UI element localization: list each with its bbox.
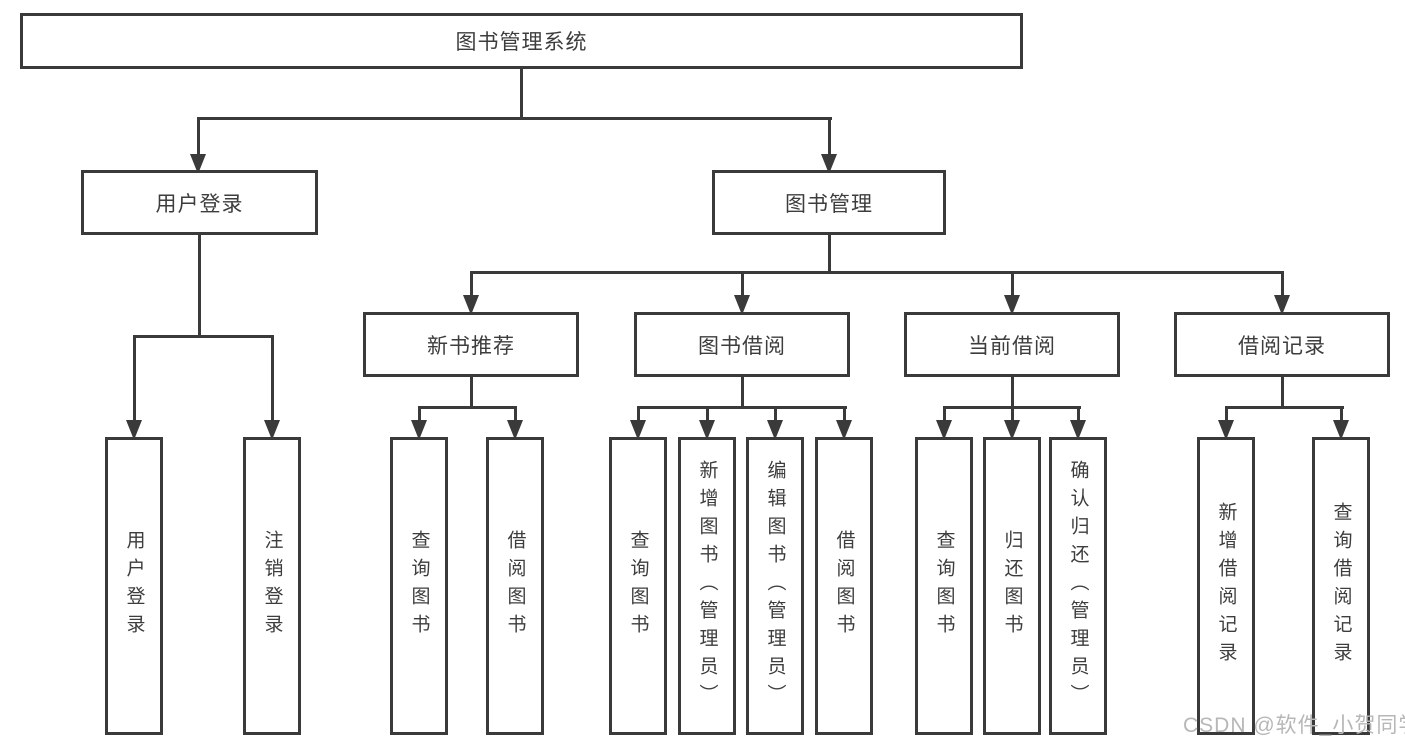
node-new-books: 新书推荐	[363, 312, 579, 377]
arrowhead-icon	[699, 420, 715, 440]
leaf-newbooks-borrow-label: 借阅图书	[504, 530, 526, 642]
arrowhead-icon	[411, 420, 427, 440]
node-user-login: 用户登录	[81, 170, 318, 235]
arrowhead-icon	[1274, 295, 1290, 315]
connector-user-login-stem	[198, 235, 201, 338]
connector-borrow-branch	[637, 406, 847, 409]
leaf-newbooks-query-label: 查询图书	[408, 530, 430, 642]
leaf-records-add-label: 新增借阅记录	[1215, 502, 1237, 670]
arrowhead-icon	[1004, 295, 1020, 315]
arrowhead-icon	[1004, 420, 1020, 440]
leaf-current-query-label: 查询图书	[933, 530, 955, 642]
connector-drop-leaf	[271, 335, 274, 423]
connector-drop-new-books	[470, 271, 473, 298]
connector-records-branch	[1225, 406, 1344, 409]
connector-drop-leaf	[1340, 406, 1343, 423]
connector-records-stem	[1281, 377, 1284, 409]
leaf-current-confirm: 确认归还（管理员）	[1049, 437, 1107, 735]
leaf-logout-label: 注销登录	[261, 530, 283, 642]
connector-borrow-stem	[741, 377, 744, 409]
connector-drop-leaf	[706, 406, 709, 423]
leaf-current-return: 归还图书	[983, 437, 1041, 735]
arrowhead-icon	[1333, 420, 1349, 440]
node-user-login-label: 用户登录	[155, 192, 244, 216]
arrowhead-icon	[1070, 420, 1086, 440]
leaf-borrow-query-label: 查询图书	[627, 530, 649, 642]
connector-user-login-branch	[133, 335, 274, 338]
connector-new-books-stem	[470, 377, 473, 409]
connector-drop-book-mgmt	[828, 117, 831, 157]
connector-drop-leaf	[514, 406, 517, 423]
connector-drop-leaf	[1077, 406, 1080, 423]
arrowhead-icon	[734, 295, 750, 315]
arrowhead-icon	[821, 154, 837, 174]
arrowhead-icon	[126, 420, 142, 440]
leaf-newbooks-query: 查询图书	[390, 437, 448, 735]
node-book-mgmt-label: 图书管理	[785, 192, 873, 216]
connector-book-mgmt-branch	[470, 271, 1283, 274]
connector-root-stem	[520, 69, 523, 119]
connector-drop-leaf	[418, 406, 421, 423]
leaf-current-query: 查询图书	[915, 437, 973, 735]
node-root-label: 图书管理系统	[455, 31, 588, 54]
watermark: CSDN @软件_小贺同学	[1183, 714, 1405, 737]
leaf-records-query: 查询借阅记录	[1312, 437, 1370, 735]
leaf-newbooks-borrow: 借阅图书	[486, 437, 544, 735]
node-records-label: 借阅记录	[1238, 334, 1326, 358]
node-current-label: 当前借阅	[968, 334, 1056, 358]
arrowhead-icon	[264, 420, 280, 440]
arrowhead-icon	[463, 295, 479, 315]
leaf-borrow-query: 查询图书	[609, 437, 667, 735]
node-current: 当前借阅	[904, 312, 1120, 377]
connector-drop-borrow	[741, 271, 744, 298]
leaf-borrow-edit-label: 编辑图书（管理员）	[764, 460, 786, 712]
leaf-logout: 注销登录	[243, 437, 301, 735]
connector-drop-leaf	[1011, 406, 1014, 423]
connector-drop-leaf	[1225, 406, 1228, 423]
arrowhead-icon	[1218, 420, 1234, 440]
node-new-books-label: 新书推荐	[427, 334, 515, 358]
arrowhead-icon	[630, 420, 646, 440]
connector-drop-records	[1281, 271, 1284, 298]
connector-drop-leaf	[637, 406, 640, 423]
leaf-records-add: 新增借阅记录	[1197, 437, 1255, 735]
connector-drop-leaf	[774, 406, 777, 423]
node-records: 借阅记录	[1174, 312, 1390, 377]
node-root: 图书管理系统	[20, 13, 1023, 69]
leaf-user-login-label: 用户登录	[123, 530, 145, 642]
connector-drop-leaf	[843, 406, 846, 423]
arrowhead-icon	[836, 420, 852, 440]
connector-drop-leaf	[133, 335, 136, 423]
leaf-borrow-add-label: 新增图书（管理员）	[696, 460, 718, 712]
node-book-mgmt: 图书管理	[712, 170, 946, 235]
leaf-current-confirm-label: 确认归还（管理员）	[1067, 460, 1089, 712]
connector-current-stem	[1011, 377, 1014, 409]
leaf-borrow-add: 新增图书（管理员）	[678, 437, 736, 735]
arrowhead-icon	[767, 420, 783, 440]
connector-drop-current	[1011, 271, 1014, 298]
node-borrow-label: 图书借阅	[698, 334, 786, 358]
connector-new-books-branch	[418, 406, 517, 409]
arrowhead-icon	[190, 154, 206, 174]
leaf-current-return-label: 归还图书	[1001, 530, 1023, 642]
arrowhead-icon	[507, 420, 523, 440]
node-borrow: 图书借阅	[634, 312, 850, 377]
leaf-records-query-label: 查询借阅记录	[1330, 502, 1352, 670]
leaf-borrow-edit: 编辑图书（管理员）	[746, 437, 804, 735]
leaf-borrow-borrow-label: 借阅图书	[833, 530, 855, 642]
leaf-user-login: 用户登录	[105, 437, 163, 735]
connector-drop-user-login	[197, 117, 200, 157]
arrowhead-icon	[936, 420, 952, 440]
connector-book-mgmt-stem	[828, 235, 831, 274]
leaf-borrow-borrow: 借阅图书	[815, 437, 873, 735]
connector-drop-leaf	[943, 406, 946, 423]
connector-root-branch	[197, 117, 832, 120]
